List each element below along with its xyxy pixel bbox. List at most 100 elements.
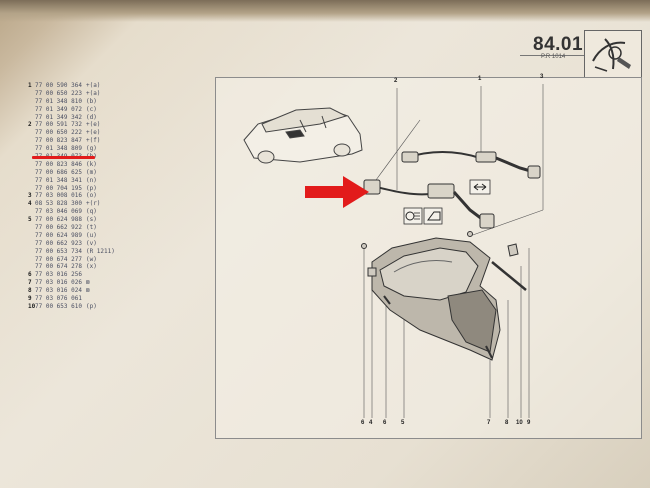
parts-list-row: 77 00 823 847+(f) [28,137,115,145]
callout-label: 2 [394,78,398,84]
callout-label: 1 [478,76,482,82]
parts-list-row: 77 03 046 069(q) [28,208,115,216]
parts-list-row: 77 00 653 734(R 1211) [28,248,115,256]
part-reference: 77 03 016 256 [35,271,82,279]
red-arrow-icon [305,176,369,208]
part-variant: +(f) [85,137,101,145]
part-variant: (q) [85,208,97,216]
part-reference: 77 00 674 278 [35,263,82,271]
part-reference: 77 00 686 625 [35,168,82,176]
part-position: 8 [28,287,32,295]
part-variant: ⊠ [85,287,90,295]
part-variant: +(r) [85,200,101,208]
part-reference: 77 03 008 016 [35,192,82,200]
part-reference: 77 01 348 810 [35,97,82,105]
callout-label: 4 [369,420,373,426]
part-variant: (w) [85,255,97,263]
part-variant: (u) [85,231,97,239]
bracket [507,243,519,257]
clip [367,267,377,277]
parts-list-row: 77 00 704 195(p) [28,185,115,193]
parts-list-row: 77 00 686 625(m) [28,169,115,177]
part-variant: +(e) [85,121,101,129]
part-variant: (m) [85,168,97,176]
part-reference: 77 01 349 072 [35,105,82,113]
part-variant: (c) [85,105,97,113]
part-position: 10 [28,302,36,310]
part-variant: (o) [85,192,97,200]
part-variant: (g) [85,145,97,153]
part-variant: (d) [85,113,97,121]
part-reference: 77 00 650 222 [35,129,82,137]
part-position: 3 [28,192,32,200]
part-variant: (p) [85,184,97,192]
part-reference: 77 00 624 989 [35,231,82,239]
parts-list-row: 77 00 650 223+(a) [28,90,115,98]
part-position: 5 [28,216,32,224]
part-position: 4 [28,200,32,208]
parts-list-row: 77 00 624 989(u) [28,232,115,240]
part-variant: (n) [85,176,97,184]
part-position: 9 [28,295,32,303]
part-position: 6 [28,271,32,279]
parts-list-row: 77 00 823 846(k) [28,161,115,169]
parts-list-row: 77 01 349 072(c) [28,106,115,114]
part-reference: 77 03 076 061 [35,295,82,303]
parts-list-row: 77 00 662 922(t) [28,224,115,232]
part-reference: 77 00 662 922 [35,224,82,232]
rod [491,261,527,291]
parts-list-row: 77 00 662 923(v) [28,240,115,248]
screw [361,243,367,249]
screw [383,295,391,305]
part-reference: 77 03 016 024 [35,287,82,295]
page-header: 84.01 P.R 1014 [533,34,583,60]
header-rule [520,55,584,56]
page-number: 84.01 [533,34,584,55]
part-reference: 77 00 653 734 [35,247,82,255]
parts-list-row: 77 01 349 342(d) [28,114,115,122]
parts-list-row: 77 01 348 810(b) [28,98,115,106]
parts-list-row: 77 00 674 278(x) [28,263,115,271]
part-reference: 77 00 823 846 [35,160,82,168]
part-reference: 77 00 624 988 [35,216,82,224]
part-variant: +(e) [85,129,101,137]
part-reference: 77 00 650 223 [35,89,82,97]
callout-label: 9 [527,420,531,426]
callout-label: 8 [505,420,509,426]
parts-list-row: 1077 00 653 610(p) [28,303,115,311]
part-reference: 77 00 674 277 [35,255,82,263]
part-variant: (s) [85,216,97,224]
screw [467,231,473,237]
parts-list-row: 77 00 650 222+(e) [28,129,115,137]
part-variant: (p) [85,302,97,310]
highlight-underline [32,156,95,159]
part-variant: (t) [85,224,97,232]
combination-switch [363,151,541,229]
part-variant: (x) [85,263,97,271]
part-reference: 77 03 046 069 [35,208,82,216]
callout-label: 6 [361,420,365,426]
car-icon [243,107,363,164]
callout-label: 10 [516,420,523,426]
parts-list-row: 77 00 674 277(w) [28,256,115,264]
part-variant: +(a) [85,82,101,89]
part-variant: ⊠ [85,279,90,287]
steering-column-icon [584,30,642,78]
parts-list-row: 77 01 348 809(g) [28,145,115,153]
part-reference: 77 00 590 364 [35,82,82,89]
callout-label: 7 [487,420,491,426]
part-reference: 77 00 653 610 [35,302,82,310]
part-position: 1 [28,82,32,89]
part-reference: 08 53 828 300 [35,200,82,208]
steering-column-cowl [371,237,501,361]
part-reference: 77 00 662 923 [35,239,82,247]
parts-list-row: 77 01 348 341(n) [28,177,115,185]
